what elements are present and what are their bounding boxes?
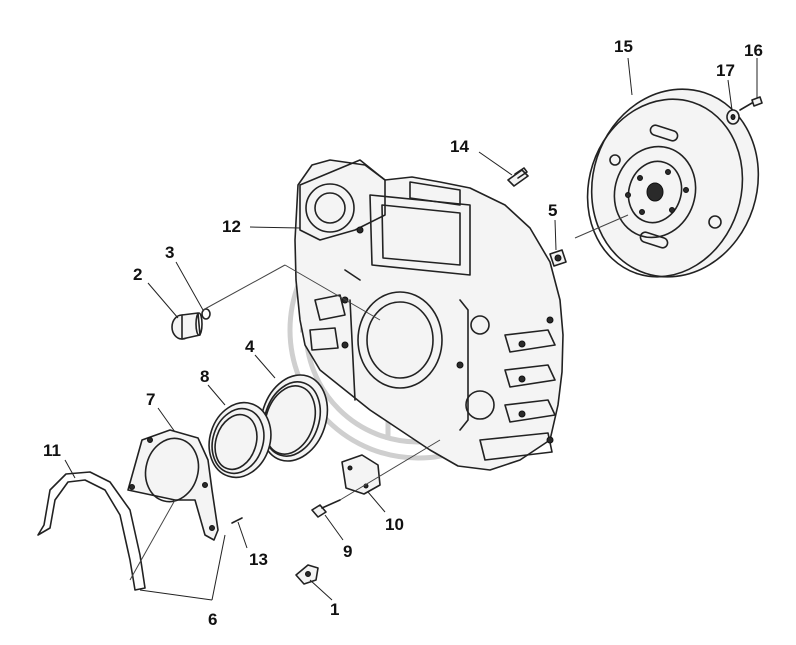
callout-11: 11: [43, 441, 61, 460]
cover-plate-10: [341, 454, 381, 495]
callout-4: 4: [245, 337, 255, 356]
callout-5: 5: [548, 201, 557, 220]
plug-5: [549, 249, 567, 267]
callout-15: 15: [614, 37, 633, 56]
oil-seal-8: [208, 401, 272, 479]
seal-ring-4: [259, 374, 329, 462]
callouts: 1 2 3 4 5 6 7 8 9 10 11 12 13 14 15 16 1…: [43, 37, 763, 629]
flywheel-washer: [726, 109, 740, 125]
callout-14: 14: [450, 137, 469, 156]
callout-13: 13: [249, 550, 268, 569]
callout-1: 1: [330, 600, 339, 619]
flywheel: [586, 88, 760, 278]
callout-3: 3: [165, 243, 174, 262]
gasket-11: [37, 471, 146, 591]
callout-12: 12: [222, 217, 241, 236]
bolt-9: [311, 499, 341, 518]
seal-housing-7: [127, 429, 219, 541]
callout-10: 10: [385, 515, 404, 534]
callout-7: 7: [146, 390, 155, 409]
flywheel-bolt: [739, 96, 763, 111]
callout-2: 2: [133, 265, 142, 284]
callout-9: 9: [343, 542, 352, 561]
flywheel-housing: [294, 159, 564, 471]
o-ring-3: [201, 308, 211, 320]
dowel-13: [231, 517, 243, 524]
bracket-1: [295, 564, 319, 585]
housing-bolt: [507, 167, 529, 187]
callout-8: 8: [200, 367, 209, 386]
plug-2: [171, 312, 203, 340]
callout-17: 17: [716, 61, 735, 80]
callout-6: 6: [208, 610, 217, 629]
leader-lines: [64, 57, 758, 601]
callout-16: 16: [744, 41, 763, 60]
